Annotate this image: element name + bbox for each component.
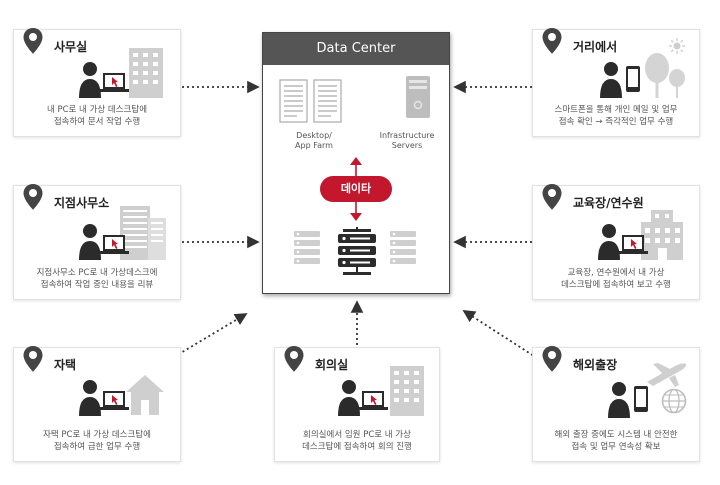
location-pin-icon bbox=[542, 184, 562, 210]
server-rack-icon bbox=[338, 227, 376, 275]
card-title: 회의실 bbox=[315, 358, 349, 372]
location-pin-icon bbox=[23, 184, 43, 210]
office-building-icon bbox=[390, 366, 424, 416]
card-description: 교육장, 연수원에서 내 가상 데스크탑에 접속하여 보고 수행 bbox=[539, 267, 693, 291]
desc-text: 자택 PC로 내 가상 데스크탑에 접속하여 급한 업무 수행 bbox=[43, 430, 151, 452]
card-title: 거리에서 bbox=[573, 40, 618, 54]
card-title: 교육장/연수원 bbox=[573, 196, 644, 210]
card-title: 자택 bbox=[54, 358, 77, 372]
desktop-app-farm-label: Desktop/ App Farm bbox=[295, 131, 333, 150]
desc-text: 회의실에서 임원 PC로 내 가상 데스크탑에 접속하여 회의 진행 bbox=[302, 430, 412, 452]
card-title: 해외출장 bbox=[573, 358, 618, 372]
user-laptop-icon bbox=[79, 380, 129, 416]
card-description: 내 PC로 내 가상 데스크탑에 접속하여 문서 작업 수행 bbox=[20, 104, 174, 128]
card-description: 회의실에서 임원 PC로 내 가상 데스크탑에 접속하여 회의 진행 bbox=[281, 429, 433, 453]
card-title: 사무실 bbox=[54, 40, 88, 54]
arrow-overseas bbox=[462, 310, 538, 359]
document-stack-icon bbox=[279, 79, 342, 123]
user-laptop-icon bbox=[338, 380, 388, 416]
user-laptop-icon bbox=[79, 224, 129, 260]
card-meeting: 회의실 회의실에서 임원 PC로 내 가상 데스크탑에 접속하여 회의 진행 bbox=[274, 346, 440, 462]
house-icon bbox=[126, 375, 164, 415]
card-overseas: 해외출장 해외 출장 중에도 시스템 내 안전한 접속 및 업무 연속성 확보 bbox=[532, 346, 700, 462]
card-training: 교육장/연수원 교육장, 연수원에서 내 가상 데스크탑에 접속하여 보고 수행 bbox=[532, 184, 700, 300]
card-home: 자택 자택 PC로 내 가상 데스크탑에 접속하여 급한 업무 수행 bbox=[13, 346, 181, 462]
infrastructure-servers-label: Infrastructure Servers bbox=[379, 131, 435, 150]
card-description: 스마트폰을 통해 개인 메일 및 업무 접속 확인 → 즉각적인 업무 수행 bbox=[539, 104, 693, 128]
data-badge: 데이타 bbox=[320, 176, 392, 202]
card-title: 지점사무소 bbox=[54, 196, 110, 210]
location-pin-icon bbox=[542, 28, 562, 54]
card-branch: 지점사무소 지점사무소 PC로 내 가상데스크에 접속하여 작업 중인 내용을 … bbox=[13, 184, 181, 300]
arrow-home bbox=[173, 313, 248, 358]
card-description: 자택 PC로 내 가상 데스크탑에 접속하여 급한 업무 수행 bbox=[20, 429, 174, 453]
location-pin-icon bbox=[23, 346, 43, 372]
server-rack-right-icon bbox=[390, 231, 416, 264]
data-center-panel: Data Center Desktop/ App Farm Infrastruc… bbox=[262, 32, 450, 294]
user-laptop-icon bbox=[598, 224, 648, 260]
user-smartphone-icon bbox=[608, 382, 648, 418]
globe-icon bbox=[661, 388, 687, 414]
desc-text: 교육장, 연수원에서 내 가상 데스크탑에 접속하여 보고 수행 bbox=[561, 268, 671, 290]
server-rack-left-icon bbox=[294, 231, 320, 264]
airplane-icon bbox=[647, 363, 687, 387]
tree-icon bbox=[645, 53, 685, 98]
campus-building-icon bbox=[641, 210, 683, 260]
location-pin-icon bbox=[23, 28, 43, 54]
sun-icon bbox=[669, 38, 685, 54]
user-laptop-icon bbox=[79, 62, 129, 98]
location-pin-icon bbox=[542, 346, 562, 372]
desc-text: 해외 출장 중에도 시스템 내 안전한 접속 및 업무 연속성 확보 bbox=[554, 430, 678, 452]
user-smartphone-icon bbox=[600, 62, 640, 98]
location-pin-icon bbox=[284, 346, 304, 372]
card-description: 지점사무소 PC로 내 가상데스크에 접속하여 작업 중인 내용을 리뷰 bbox=[20, 267, 174, 291]
data-center-title: Data Center bbox=[263, 33, 449, 65]
desc-text: 내 PC로 내 가상 데스크탑에 접속하여 문서 작업 수행 bbox=[46, 105, 148, 127]
card-office: 사무실 내 PC로 내 가상 데스크탑에 접속하여 문서 작업 수행 bbox=[13, 28, 181, 137]
card-street: 거리에서 스마트폰을 통해 개인 메일 및 업무 접속 확인 → 즉각적인 업무… bbox=[532, 28, 700, 137]
desc-text: 스마트폰을 통해 개인 메일 및 업무 접속 확인 → 즉각적인 업무 수행 bbox=[554, 105, 678, 127]
desc-text: 지점사무소 PC로 내 가상데스크에 접속하여 작업 중인 내용을 리뷰 bbox=[36, 268, 158, 290]
server-tower-icon bbox=[406, 76, 430, 118]
office-building-icon bbox=[129, 48, 163, 98]
card-description: 해외 출장 중에도 시스템 내 안전한 접속 및 업무 연속성 확보 bbox=[539, 429, 693, 453]
